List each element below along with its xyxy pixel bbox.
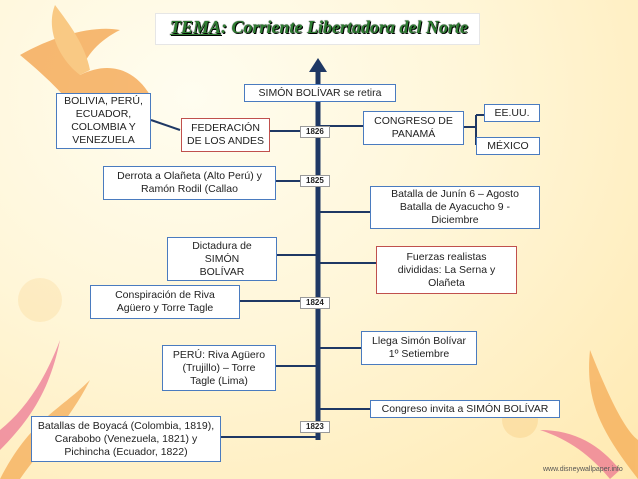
box-text: BOLIVIA, PERÚ, ECUADOR, COLOMBIA Y VENEZ… — [64, 95, 143, 146]
box-text: Batalla de Junín 6 – Agosto — [391, 188, 519, 200]
title-bar — [155, 13, 480, 45]
box-peru: PERÚ: Riva Agüero (Trujillo) – Torre Tag… — [162, 345, 276, 391]
box-text: Batallas de Boyacá (Colombia, 1819), Car… — [37, 419, 215, 458]
box-llega: Llega Simón Bolívar 1º Setiembre — [361, 331, 477, 365]
box-text: FEDERACIÓN DE LOS ANDES — [186, 122, 265, 147]
title-prefix: TEMA — [170, 17, 222, 37]
watermark: www.disneywallpaper.info — [543, 466, 623, 473]
box-bolivia: BOLIVIA, PERÚ, ECUADOR, COLOMBIA Y VENEZ… — [56, 93, 151, 149]
connector — [150, 119, 181, 131]
box-federacion: FEDERACIÓN DE LOS ANDES — [181, 118, 270, 152]
box-text: CONGRESO DE PANAMÁ — [374, 115, 453, 140]
box-conspiracion: Conspiración de Riva Agüero y Torre Tagl… — [90, 285, 240, 319]
box-text: Batalla de Ayacucho 9 - Diciembre — [399, 201, 511, 226]
box-text: PERÚ: Riva Agüero (Trujillo) – Torre Tag… — [172, 348, 266, 387]
year-label: 1823 — [300, 421, 330, 433]
box-fuerzas: Fuerzas realistas divididas: La Serna y … — [376, 246, 517, 294]
bird-icon — [20, 5, 150, 118]
box-text: Conspiración de Riva Agüero y Torre Tagl… — [115, 289, 215, 314]
timeline-arrow-icon — [309, 58, 327, 72]
year-label: 1824 — [300, 297, 330, 309]
box-text: Derrota a Olañeta (Alto Perú) y Ramón Ro… — [117, 170, 262, 195]
box-simon-retira: SIMÓN BOLÍVAR se retira — [244, 84, 396, 102]
page-title: TEMA: Corriente Libertadora del Norte — [170, 17, 468, 38]
box-text: EE.UU. — [494, 106, 530, 119]
year-label: 1826 — [300, 126, 330, 138]
box-text: Fuerzas realistas divididas: La Serna y … — [397, 250, 496, 289]
box-derrota: Derrota a Olañeta (Alto Perú) y Ramón Ro… — [103, 166, 276, 200]
box-congreso-panama: CONGRESO DE PANAMÁ — [363, 111, 464, 145]
box-text: Llega Simón Bolívar 1º Setiembre — [372, 335, 466, 360]
box-batallas-1824: Batalla de Junín 6 – Agosto Batalla de A… — [370, 186, 540, 229]
box-eeuu: EE.UU. — [484, 104, 540, 122]
box-text: MÉXICO — [487, 139, 529, 152]
box-mexico: MÉXICO — [476, 137, 540, 155]
box-text: Congreso invita a SIMÓN BOLÍVAR — [381, 402, 549, 415]
box-congreso-invita: Congreso invita a SIMÓN BOLÍVAR — [370, 400, 560, 418]
box-text: Dictadura de SIMÓN BOLÍVAR — [192, 239, 252, 278]
box-text: SIMÓN BOLÍVAR se retira — [258, 86, 382, 99]
box-batallas-independencia: Batallas de Boyacá (Colombia, 1819), Car… — [31, 416, 221, 462]
box-dictadura: Dictadura de SIMÓN BOLÍVAR — [167, 237, 277, 281]
title-rest: : Corriente Libertadora del Norte — [221, 17, 468, 37]
year-label: 1825 — [300, 175, 330, 187]
